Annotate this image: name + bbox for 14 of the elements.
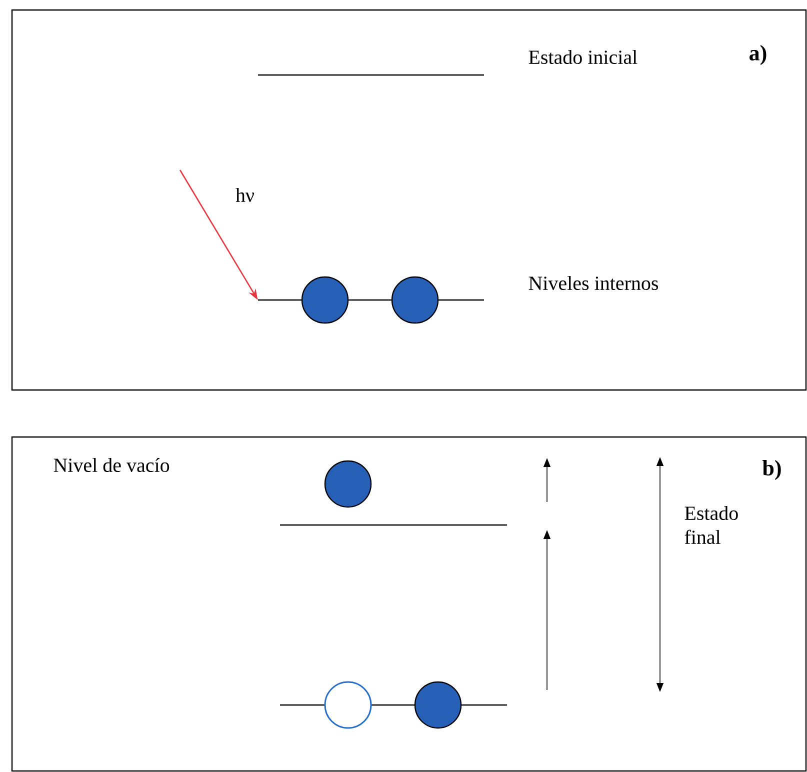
hole xyxy=(324,681,372,729)
level-label: Niveles internos xyxy=(528,276,658,290)
panel xyxy=(11,436,807,772)
panel xyxy=(11,9,807,391)
level-label: Nivel de vacío xyxy=(54,458,170,472)
electron xyxy=(391,276,439,324)
panel-letter: a) xyxy=(750,45,766,65)
electron xyxy=(324,460,372,508)
electron xyxy=(414,681,462,729)
electron xyxy=(301,276,349,324)
measure-label: Estado final xyxy=(684,506,738,544)
edge-label: hν xyxy=(236,188,254,202)
panel-letter: b) xyxy=(762,460,781,480)
level-label: Estado inicial xyxy=(528,50,638,64)
